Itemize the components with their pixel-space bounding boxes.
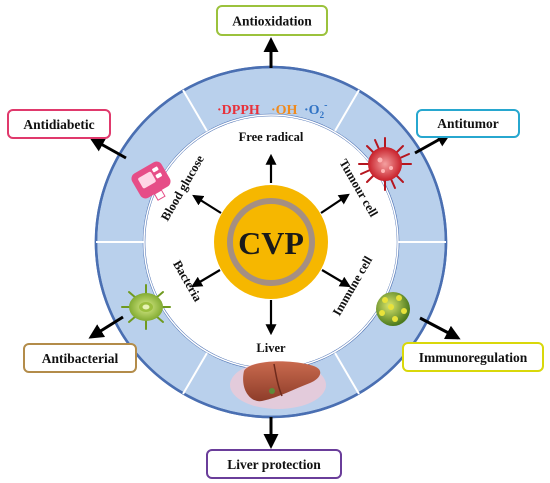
arrow-to-antibacterial — [88, 315, 124, 339]
outcome-box — [216, 5, 328, 36]
outcome-box — [206, 449, 342, 479]
dpph-label: ·DPPH — [217, 103, 260, 118]
arrow-to-tumour-cell — [320, 193, 350, 214]
arrow-to-bacteria — [191, 269, 221, 288]
arrow-to-immunoregulation — [419, 316, 461, 340]
outcome-liver-protection: Liver protection — [206, 449, 342, 479]
center-band — [227, 198, 315, 286]
tumour-cell-icon — [358, 137, 412, 191]
o2-base: ·O — [304, 103, 320, 118]
arrow-to-immune-cell — [321, 269, 351, 288]
outcome-box — [416, 109, 520, 138]
segment-label-free-radical: Free radical — [239, 130, 304, 144]
o2-subscript: 2 — [320, 110, 325, 120]
outcome-label: Antibacterial — [42, 351, 119, 366]
outcome-immunoregulation: Immunoregulation — [402, 342, 544, 372]
segment-label-liver: Liver — [256, 341, 286, 355]
segment-label-immune-cell: Immune cell — [330, 253, 376, 318]
center-label: CVP — [238, 225, 304, 261]
outcome-box — [23, 343, 137, 373]
glucose-meter-icon — [131, 161, 171, 201]
bacteria-icon — [121, 284, 171, 330]
segment-dividers — [96, 89, 446, 395]
o2-label: ·O2- — [304, 100, 327, 120]
outcome-label: Immunoregulation — [419, 350, 528, 365]
inner-arrows — [191, 153, 351, 336]
center-node: CVP — [214, 185, 328, 299]
o2-superscript: - — [324, 100, 327, 111]
outcome-box — [7, 109, 111, 139]
outcome-label: Antioxidation — [232, 14, 312, 29]
outcome-antidiabetic: Antidiabetic — [7, 109, 111, 139]
radical-labels: ·DPPH ·OH ·O2- — [217, 100, 327, 120]
immune-cell-icon — [376, 292, 410, 326]
arrow-to-antidiabetic — [89, 137, 127, 160]
outcome-antibacterial: Antibacterial — [23, 343, 137, 373]
outcome-label: Liver protection — [227, 457, 321, 472]
oh-label: ·OH — [271, 103, 298, 118]
outcome-label: Antidiabetic — [23, 117, 94, 132]
outcome-box — [402, 342, 544, 372]
outcome-label: Antitumor — [437, 116, 499, 131]
arrow-to-blood-glucose — [192, 194, 222, 214]
liver-icon — [230, 361, 326, 409]
outcome-antioxidation: Antioxidation — [216, 5, 328, 36]
outcome-antitumor: Antitumor — [416, 109, 520, 138]
